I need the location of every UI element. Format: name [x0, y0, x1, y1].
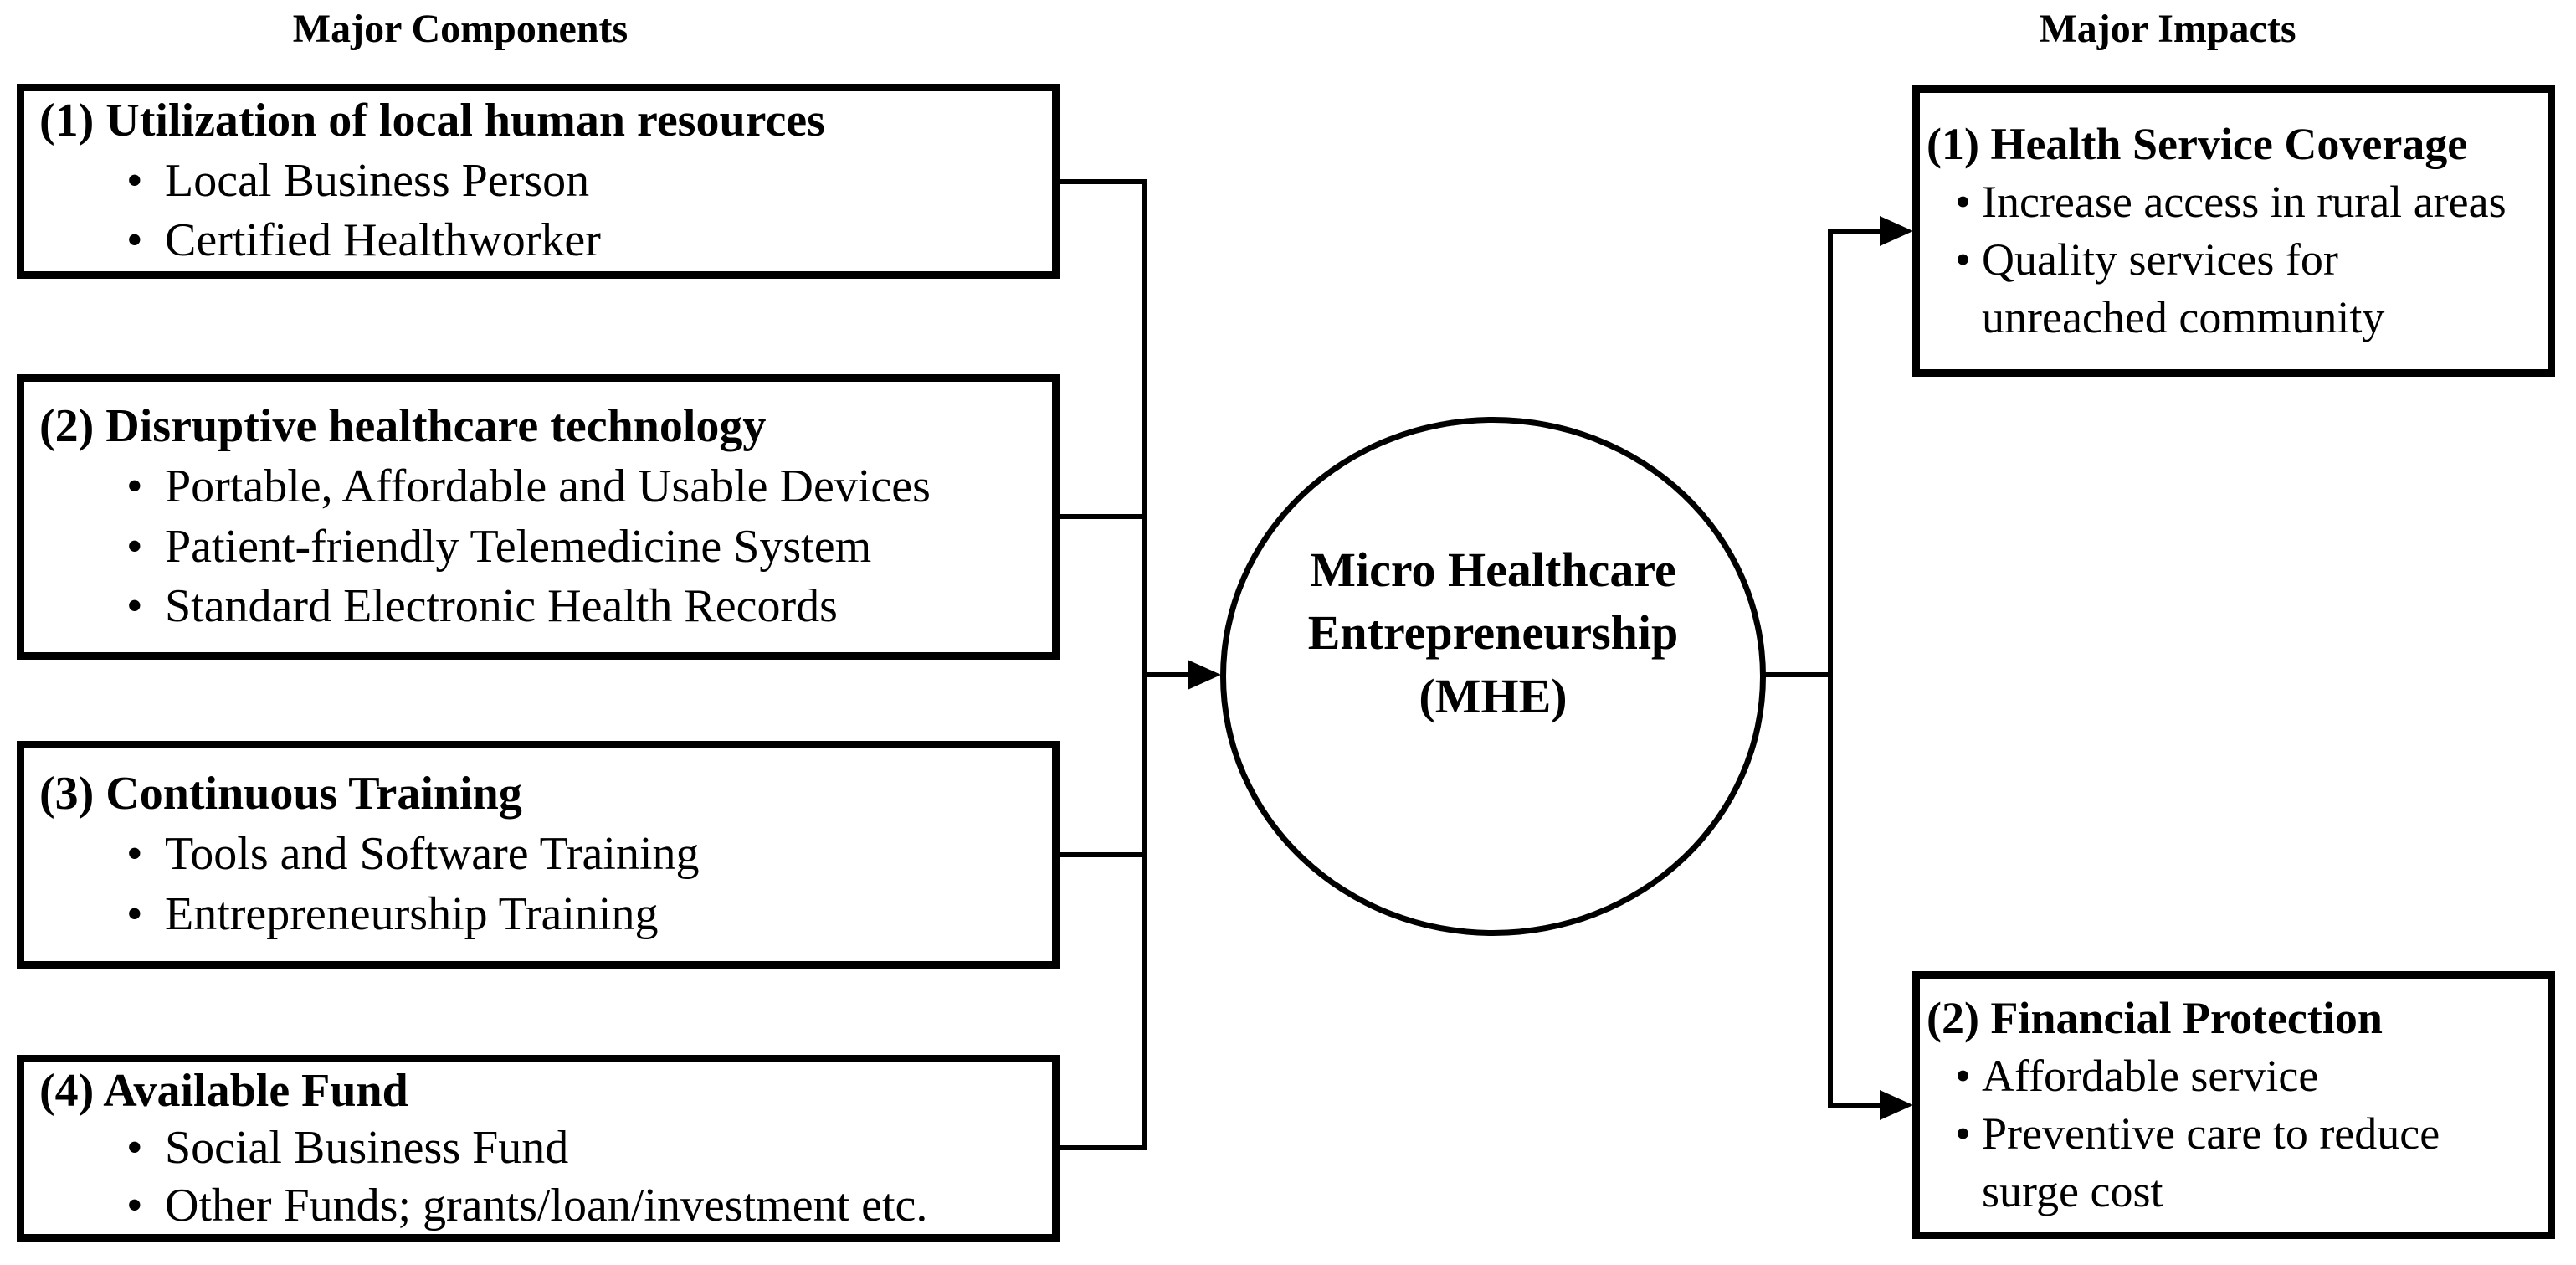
mhe-circle-label: Micro Healthcare Entrepreneurship (MHE) [1308, 538, 1679, 728]
impacts-column-title: Major Impacts [2039, 7, 2296, 51]
bullet-item-text: Increase access in rural areas [1982, 176, 2507, 227]
bullet-icon: • [126, 460, 143, 512]
bullet-icon: • [1955, 176, 1971, 227]
left-bus-line [1142, 179, 1147, 1150]
bullet-icon: • [126, 828, 143, 881]
bullet-item: • Tools and Software Training [39, 825, 1044, 885]
bullet-item: • Increase access in rural areas [1927, 173, 2539, 231]
bullet-icon: • [126, 887, 143, 940]
mhe-label-line: (MHE) [1419, 668, 1568, 723]
bullet-item-text: Patient-friendly Telemedicine System [165, 520, 872, 573]
bullet-item-text: Other Funds; grants/loan/investment etc. [165, 1179, 928, 1232]
bullet-item: • Certified Healthworker [39, 211, 1044, 271]
box-heading: (2) Disruptive healthcare technology [39, 400, 767, 453]
bullet-icon: • [1955, 1108, 1971, 1159]
connector-box3-to-bus [1059, 852, 1147, 857]
box-heading: (2) Financial Protection [1927, 992, 2383, 1043]
bullet-icon: • [1955, 234, 1971, 285]
bullet-item: • Standard Electronic Health Records [39, 577, 1044, 637]
bullet-icon: • [126, 154, 143, 207]
arrow-right-icon [1188, 660, 1221, 690]
impact-box-financial: (2) Financial Protection • Affordable se… [1912, 971, 2555, 1239]
bullet-item-text: Standard Electronic Health Records [165, 580, 838, 633]
bullet-icon: • [126, 214, 143, 267]
connector-box2-to-bus [1059, 514, 1147, 519]
bullet-item: • Portable, Affordable and Usable Device… [39, 457, 1044, 517]
arrow-line-to-circle [1142, 672, 1189, 677]
connector-circle-to-bus [1763, 672, 1833, 677]
bullet-item: • Preventive care to reduce surge cost [1927, 1105, 2539, 1221]
bullet-item-text: Affordable service [1982, 1050, 2319, 1101]
bullet-item-text: Tools and Software Training [165, 828, 700, 881]
bullet-item: • Quality services for unreached communi… [1927, 231, 2539, 347]
box-heading: (3) Continuous Training [39, 768, 522, 820]
bullet-icon: • [1955, 1050, 1971, 1101]
arrow-right-icon [1880, 1090, 1913, 1120]
component-box-training: (3) Continuous Training • Tools and Soft… [17, 741, 1060, 969]
bullet-item-text: Quality services for unreached community [1982, 234, 2385, 343]
component-box-utilization: (1) Utilization of local human resources… [17, 84, 1060, 279]
bullet-item: • Patient-friendly Telemedicine System [39, 517, 1044, 578]
arrow-line-to-impact2 [1828, 1103, 1881, 1108]
bullet-item: • Social Business Fund [39, 1119, 1044, 1176]
mhe-circle-node: Micro Healthcare Entrepreneurship (MHE) [1220, 417, 1766, 936]
bullet-item: • Local Business Person [39, 152, 1044, 212]
bullet-icon: • [126, 520, 143, 573]
arrow-right-icon [1880, 216, 1913, 246]
mhe-label-line: Entrepreneurship [1307, 605, 1679, 661]
component-box-technology: (2) Disruptive healthcare technology • P… [17, 374, 1060, 660]
box-heading: (4) Available Fund [39, 1065, 408, 1118]
component-box-fund: (4) Available Fund • Social Business Fun… [17, 1055, 1060, 1242]
bullet-item-text: Local Business Person [165, 154, 590, 207]
right-bus-line [1828, 229, 1833, 1108]
bullet-item-text: Entrepreneurship Training [165, 887, 659, 940]
bullet-item: • Entrepreneurship Training [39, 885, 1044, 945]
mhe-label-line: Micro Healthcare [1310, 542, 1676, 597]
bullet-item-text: Portable, Affordable and Usable Devices [165, 460, 931, 512]
bullet-icon: • [126, 580, 143, 633]
impact-box-coverage: (1) Health Service Coverage • Increase a… [1912, 85, 2555, 377]
bullet-item: • Affordable service [1927, 1047, 2539, 1105]
bullet-item-text: Preventive care to reduce surge cost [1982, 1108, 2440, 1217]
bullet-item-text: Social Business Fund [165, 1122, 569, 1175]
bullet-item-text: Certified Healthworker [165, 214, 601, 267]
connector-box4-to-bus [1059, 1145, 1147, 1150]
box-heading: (1) Health Service Coverage [1927, 118, 2468, 169]
bullet-icon: • [126, 1179, 143, 1232]
components-column-title: Major Components [292, 7, 629, 51]
box-heading: (1) Utilization of local human resources [39, 95, 825, 147]
connector-box1-to-bus [1059, 179, 1147, 184]
bullet-icon: • [126, 1122, 143, 1175]
arrow-line-to-impact1 [1828, 229, 1881, 234]
bullet-item: • Other Funds; grants/loan/investment et… [39, 1177, 1044, 1234]
